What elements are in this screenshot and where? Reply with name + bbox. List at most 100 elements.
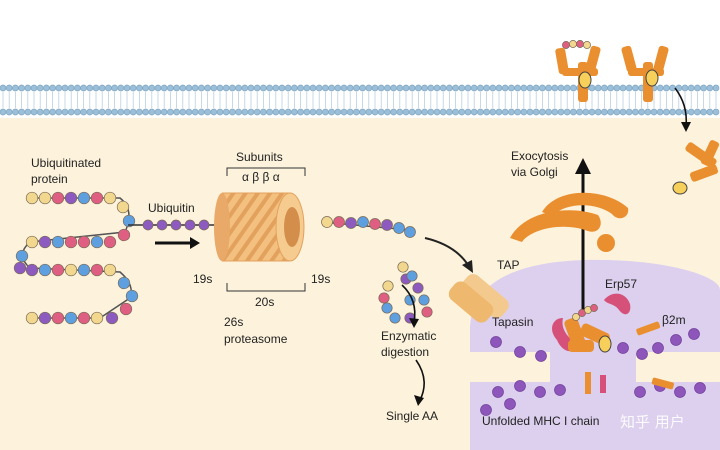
membrane-lipid-head (570, 108, 577, 116)
membrane-lipid-head (632, 108, 639, 116)
membrane-lipid-head (508, 84, 515, 92)
membrane-lipid-head (309, 84, 317, 92)
amino-acid-bead (90, 263, 104, 277)
membrane-lipid-head (315, 108, 323, 116)
membrane-lipid-head (365, 108, 373, 116)
er-peptide-dot (514, 346, 526, 358)
membrane-lipid-head (452, 84, 459, 92)
ubiquitin-bead (156, 219, 168, 231)
membrane-lipid-head (123, 84, 131, 92)
digested-peptide-bead (421, 306, 433, 318)
membrane-lipid-head (650, 108, 658, 116)
membrane-lipid-head (477, 84, 484, 92)
membrane-lipid-head (700, 108, 707, 116)
amino-acid-bead (103, 191, 117, 205)
amino-acid-bead (51, 235, 65, 249)
proteasome-26s (214, 192, 305, 262)
amino-acid-bead (64, 311, 78, 325)
membrane-lipid-head (123, 108, 131, 116)
membrane-lipid-head (148, 108, 156, 116)
membrane-lipid-head (712, 108, 720, 116)
membrane-lipid-head (433, 84, 441, 92)
internalization-arrow (674, 87, 691, 132)
subunits-bracket (226, 167, 306, 176)
membrane-lipid-head (551, 84, 559, 92)
loaded-peptide-bead (590, 304, 598, 312)
membrane-lipid-head (656, 84, 664, 92)
presented-peptide-bead (562, 41, 570, 49)
membrane-lipid-head (216, 108, 224, 116)
amino-acid-bead (117, 276, 131, 290)
membrane-lipid-head (18, 84, 25, 92)
membrane-lipid-head (179, 108, 187, 116)
membrane-lipid-head (421, 84, 428, 92)
membrane-lipid-head (241, 108, 249, 116)
label-19s-right: 19s (311, 272, 330, 286)
membrane-lipid-head (235, 108, 242, 116)
membrane-lipid-head (371, 108, 379, 116)
amino-acid-bead (77, 235, 91, 249)
label-enzymatic: Enzymatic (381, 329, 436, 343)
membrane-lipid-head (340, 84, 348, 92)
amino-acid-bead (51, 191, 65, 205)
membrane-lipid-head (43, 84, 50, 92)
membrane-lipid-head (489, 84, 497, 92)
membrane-lipid-head (353, 84, 360, 92)
membrane-lipid-head (30, 108, 38, 116)
membrane-lipid-head (142, 84, 149, 92)
membrane-lipid-head (656, 108, 664, 116)
membrane-lipid-head (526, 84, 534, 92)
membrane-lipid-head (43, 108, 50, 116)
label-subunit-letters: α β β α (242, 170, 280, 184)
membrane-lipid-head (563, 108, 571, 116)
membrane-lipid-head (495, 108, 503, 116)
membrane-lipid-head (241, 84, 249, 92)
membrane-lipid-head (5, 84, 13, 92)
amino-acid-bead (25, 235, 39, 249)
membrane-lipid-head (303, 108, 311, 116)
membrane-lipid-head (74, 84, 81, 92)
membrane-lipid-head (98, 108, 106, 116)
membrane-lipid-head (303, 84, 311, 92)
membrane-lipid-head (173, 84, 180, 92)
membrane-lipid-head (421, 108, 428, 116)
er-peptide-dot (634, 386, 646, 398)
amino-acid-bead (122, 214, 136, 228)
membrane-lipid-head (173, 108, 180, 116)
membrane-lipid-head (272, 108, 280, 116)
membrane-lipid-head (191, 84, 199, 92)
membrane-lipid-head (694, 108, 701, 116)
membrane-lipid-head (402, 108, 410, 116)
membrane-lipid-head (334, 84, 342, 92)
membrane-lipid-head (501, 84, 509, 92)
membrane-lipid-head (229, 108, 236, 116)
membrane-lipid-head (92, 108, 100, 116)
membrane-lipid-head (483, 84, 490, 92)
er-peptide-dot (674, 386, 686, 398)
membrane-lipid-head (278, 84, 286, 92)
membrane-lipid-head (167, 108, 174, 116)
membrane-lipid-head (55, 108, 63, 116)
membrane-lipid-head (632, 84, 639, 92)
membrane-lipid-head (12, 84, 19, 92)
amino-acid-bead (119, 302, 133, 316)
membrane-lipid-head (570, 84, 577, 92)
membrane-lipid-head (260, 84, 267, 92)
arrow-to-tap (424, 237, 473, 273)
er-peptide-dot (535, 350, 547, 362)
peptide-fragment (321, 216, 416, 238)
presented-peptide-bead (576, 40, 584, 48)
digested-peptide-bead (397, 261, 409, 273)
membrane-lipid-head (625, 108, 633, 116)
membrane-lipid-head (576, 108, 583, 116)
membrane-lipid-head (625, 84, 633, 92)
ubiquitinated-protein-chain (13, 191, 139, 325)
er-peptide-dot (514, 380, 526, 392)
membrane-lipid-head (452, 108, 459, 116)
membrane-lipid-head (111, 108, 118, 116)
membrane-lipid-head (495, 84, 503, 92)
membrane-lipid-head (80, 108, 87, 116)
erp57-protein (604, 293, 631, 315)
er-peptide-dot (554, 384, 566, 396)
membrane-lipid-head (687, 108, 695, 116)
